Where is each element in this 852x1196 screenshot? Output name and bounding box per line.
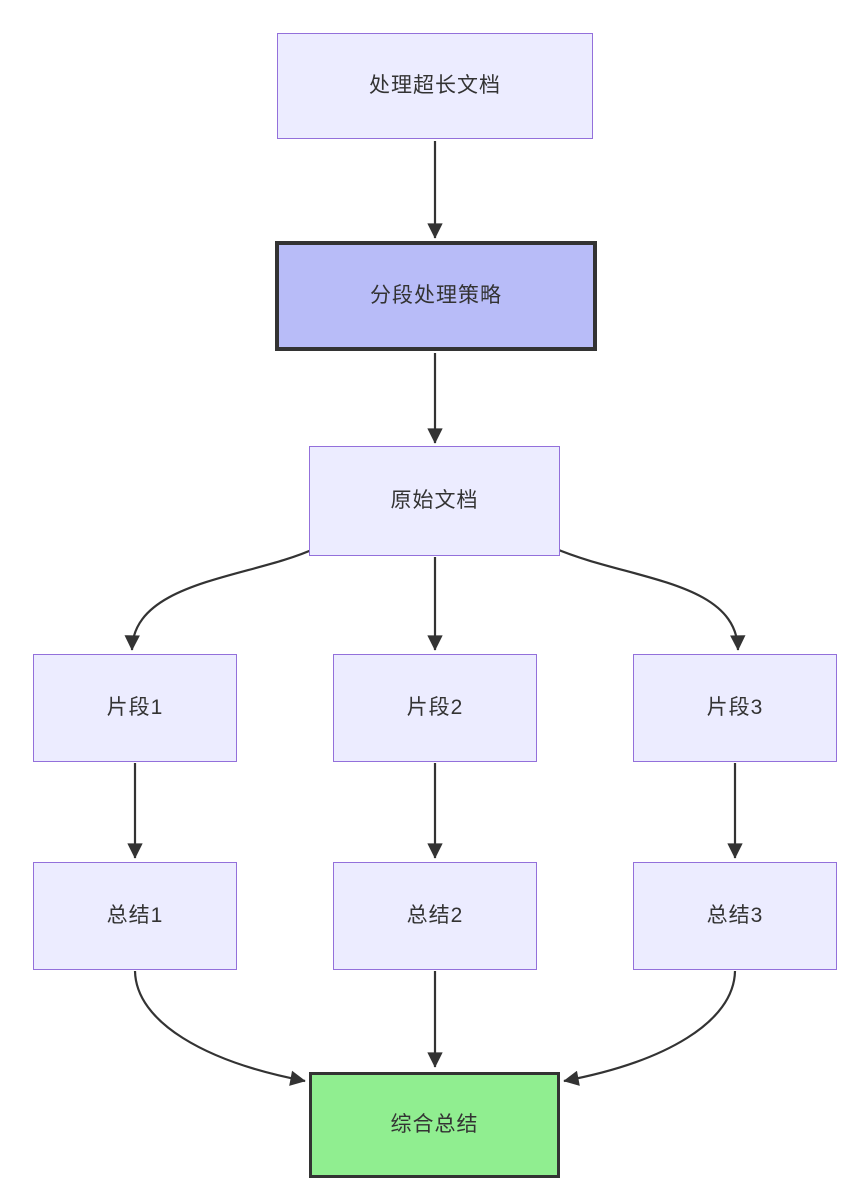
node-label: 处理超长文档 xyxy=(369,74,501,98)
node-summary-1: 总结1 xyxy=(33,862,237,970)
node-fragment-1: 片段1 xyxy=(33,654,237,762)
node-label: 片段3 xyxy=(706,696,764,720)
node-summary-3: 总结3 xyxy=(633,862,837,970)
node-summary-2: 总结2 xyxy=(333,862,537,970)
edge-e1-f xyxy=(133,970,306,1086)
node-label: 分段处理策略 xyxy=(370,284,502,308)
node-fragment-3: 片段3 xyxy=(633,654,837,762)
node-process-long-document: 处理超长文档 xyxy=(277,33,593,139)
node-label: 片段2 xyxy=(406,696,464,720)
edge-c-d1 xyxy=(124,547,317,651)
node-label: 原始文档 xyxy=(390,489,479,513)
node-label: 综合总结 xyxy=(390,1113,479,1137)
node-label: 片段1 xyxy=(106,696,164,720)
edge-c-d3 xyxy=(553,546,746,651)
node-original-document: 原始文档 xyxy=(309,446,560,556)
node-combined-summary: 综合总结 xyxy=(309,1072,560,1178)
edge-e3-f xyxy=(563,970,737,1086)
node-fragment-2: 片段2 xyxy=(333,654,537,762)
node-label: 总结3 xyxy=(706,904,764,928)
node-label: 总结1 xyxy=(106,904,164,928)
node-segmented-processing-strategy: 分段处理策略 xyxy=(275,241,597,351)
node-label: 总结2 xyxy=(406,904,464,928)
